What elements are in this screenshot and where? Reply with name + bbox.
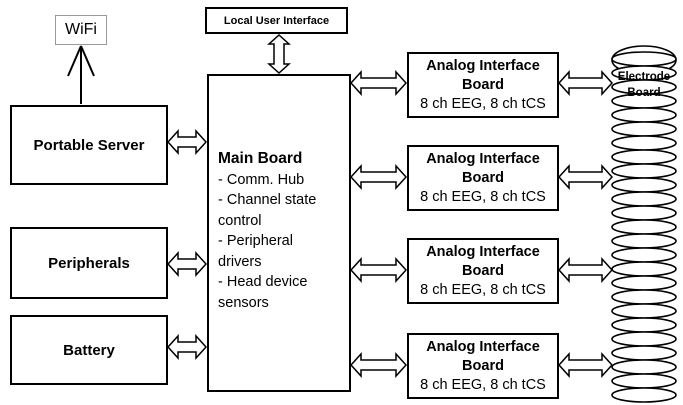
aib-title: Analog Interface bbox=[426, 150, 540, 167]
main-board-line: - Head device bbox=[218, 274, 308, 290]
aib-subtitle: Board bbox=[462, 262, 504, 279]
local-user-interface-label: Local User Interface bbox=[223, 14, 330, 27]
double-arrow-aib-electrode-4 bbox=[557, 352, 614, 378]
electrode-board-line2: Board bbox=[627, 87, 661, 99]
electrode-ring bbox=[611, 373, 677, 389]
peripherals-block: Peripherals bbox=[10, 227, 168, 299]
double-arrow-battery-main bbox=[166, 334, 208, 360]
electrode-board-label: Electrode Board bbox=[612, 69, 676, 101]
double-arrow-main-aib-2 bbox=[349, 164, 408, 190]
main-board-line: - Peripheral bbox=[218, 233, 293, 249]
aib-subtitle: Board bbox=[462, 357, 504, 374]
electrode-ring bbox=[611, 275, 677, 291]
double-arrow-aib-electrode-2 bbox=[557, 164, 614, 190]
electrode-ring bbox=[611, 107, 677, 123]
main-board-line: drivers bbox=[218, 253, 262, 270]
double-arrow-main-aib-1 bbox=[349, 70, 408, 96]
main-board-line: - Channel state bbox=[218, 192, 317, 208]
electrode-ring bbox=[611, 247, 677, 263]
double-arrow-main-aib-3 bbox=[349, 257, 408, 283]
electrode-ring bbox=[611, 135, 677, 151]
battery-label: Battery bbox=[63, 341, 115, 359]
electrode-ring bbox=[611, 359, 677, 375]
battery-block: Battery bbox=[10, 315, 168, 385]
electrode-ring bbox=[611, 121, 677, 137]
electrode-ring bbox=[611, 51, 677, 67]
electrode-ring bbox=[611, 345, 677, 361]
electrode-ring bbox=[611, 303, 677, 319]
electrode-ring bbox=[611, 149, 677, 165]
main-board-block: Main Board - Comm. Hub - Channel state c… bbox=[207, 74, 351, 392]
double-arrow-peripherals-main bbox=[166, 251, 208, 277]
portable-server-block: Portable Server bbox=[10, 105, 168, 185]
double-arrow-main-aib-4 bbox=[349, 352, 408, 378]
electrode-ring bbox=[611, 331, 677, 347]
local-user-interface-block: Local User Interface bbox=[205, 7, 348, 34]
electrode-ring bbox=[611, 191, 677, 207]
analog-interface-board-2: Analog Interface Board 8 ch EEG, 8 ch tC… bbox=[407, 145, 559, 211]
electrode-ring bbox=[611, 289, 677, 305]
electrode-ring bbox=[611, 163, 677, 179]
aib-title: Analog Interface bbox=[426, 243, 540, 260]
double-arrow-aib-electrode-3 bbox=[557, 257, 614, 283]
electrode-ring bbox=[611, 233, 677, 249]
electrode-ring bbox=[611, 317, 677, 333]
portable-server-label: Portable Server bbox=[33, 136, 145, 154]
aib-title: Analog Interface bbox=[426, 57, 540, 74]
analog-interface-board-3: Analog Interface Board 8 ch EEG, 8 ch tC… bbox=[407, 238, 559, 304]
electrode-board-stack bbox=[611, 45, 677, 403]
peripherals-label: Peripherals bbox=[48, 254, 130, 272]
double-arrow-server-main bbox=[166, 129, 208, 155]
aib-title: Analog Interface bbox=[426, 338, 540, 355]
aib-subtitle: Board bbox=[462, 76, 504, 93]
analog-interface-board-1: Analog Interface Board 8 ch EEG, 8 ch tC… bbox=[407, 52, 559, 118]
analog-interface-board-4: Analog Interface Board 8 ch EEG, 8 ch tC… bbox=[407, 333, 559, 399]
wifi-label: WiFi bbox=[65, 21, 97, 38]
electrode-board-line1: Electrode bbox=[617, 71, 671, 83]
double-arrow-aib-electrode-1 bbox=[557, 70, 614, 96]
electrode-ring bbox=[611, 261, 677, 277]
main-board-line: sensors bbox=[218, 294, 269, 311]
main-board-title: Main Board bbox=[218, 150, 303, 167]
aib-channels: 8 ch EEG, 8 ch tCS bbox=[420, 188, 546, 205]
wifi-label-box: WiFi bbox=[55, 15, 107, 45]
double-arrow-lui-main bbox=[267, 33, 291, 75]
aib-channels: 8 ch EEG, 8 ch tCS bbox=[420, 281, 546, 298]
aib-channels: 8 ch EEG, 8 ch tCS bbox=[420, 95, 546, 112]
electrode-ring bbox=[611, 177, 677, 193]
aib-channels: 8 ch EEG, 8 ch tCS bbox=[420, 376, 546, 393]
main-board-line: control bbox=[218, 212, 262, 229]
main-board-line: - Comm. Hub bbox=[218, 171, 305, 188]
electrode-ring bbox=[611, 219, 677, 235]
aib-subtitle: Board bbox=[462, 169, 504, 186]
electrode-ring bbox=[611, 205, 677, 221]
electrode-ring bbox=[611, 387, 677, 403]
antenna-icon bbox=[67, 45, 95, 104]
